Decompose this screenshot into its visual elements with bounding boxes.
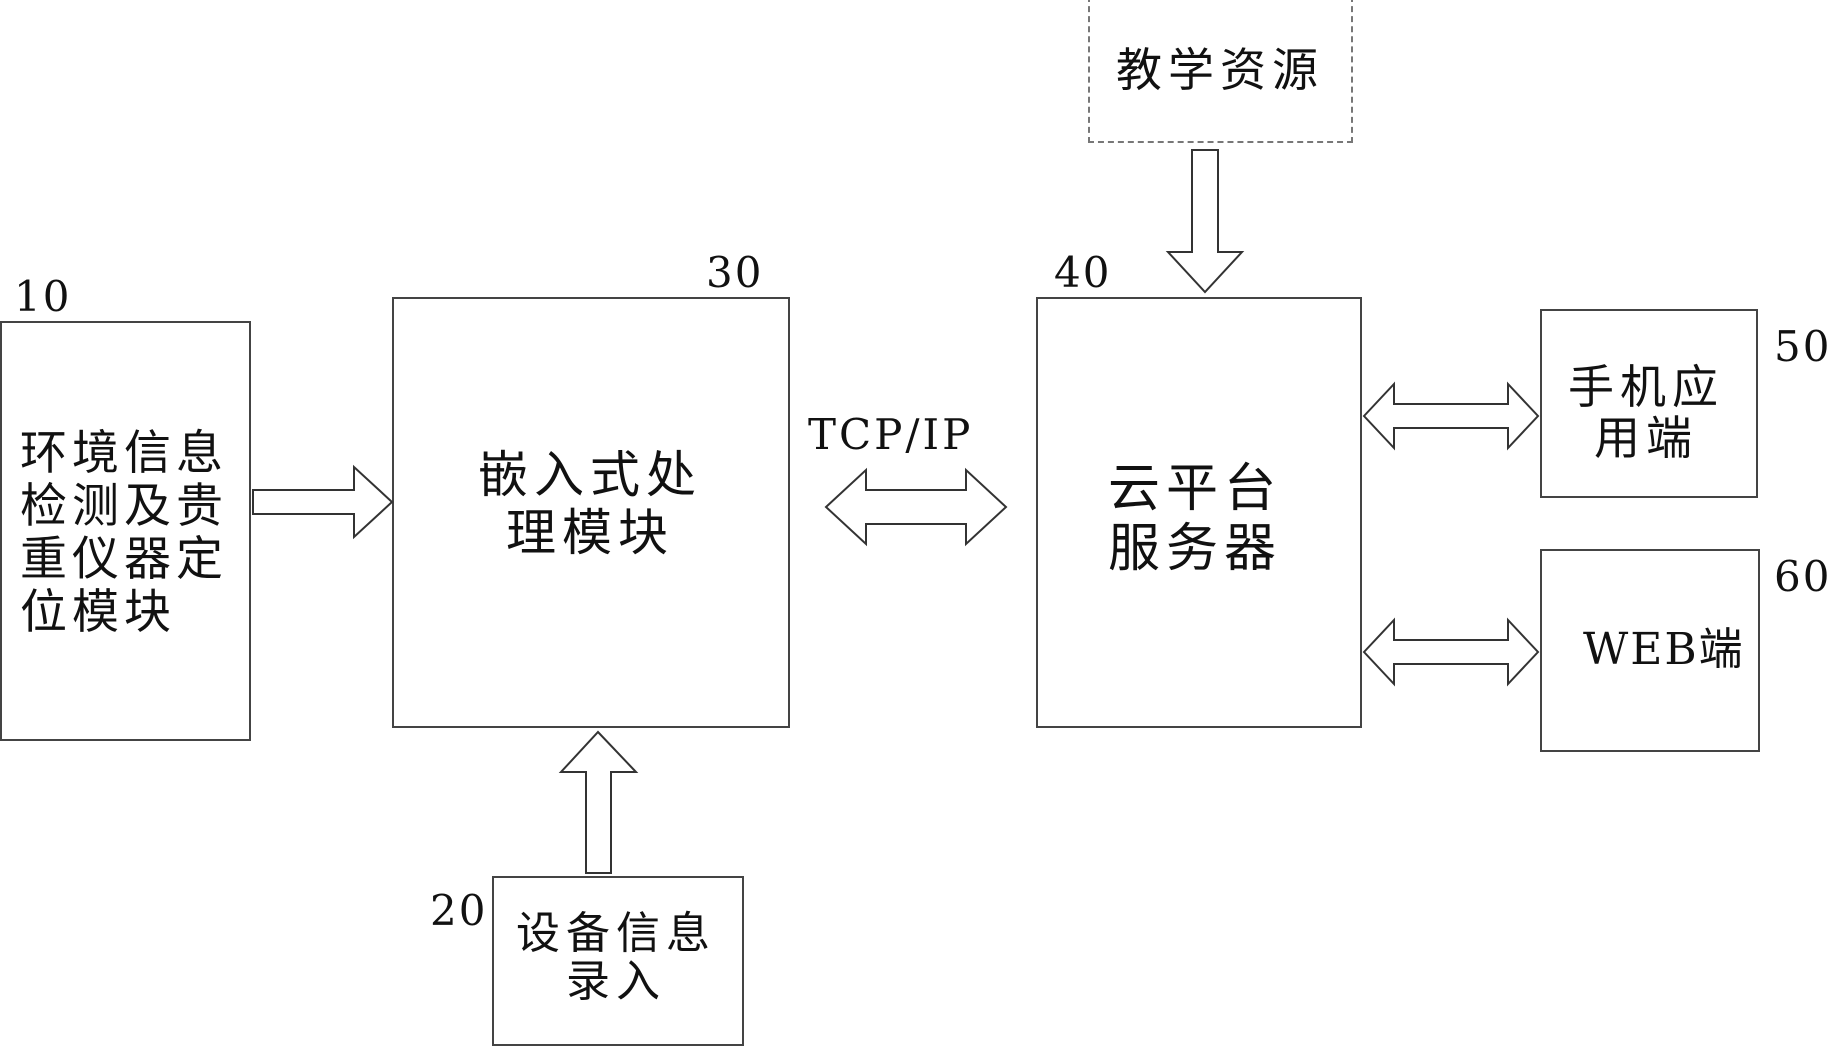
arrow-device-to-embedded bbox=[561, 732, 636, 873]
arrow-teaching-to-cloud bbox=[1168, 150, 1242, 292]
arrow-cloud-mobile-bidirectional bbox=[1364, 384, 1538, 448]
arrow-embedded-cloud-bidirectional bbox=[826, 470, 1006, 544]
arrow-cloud-web-bidirectional bbox=[1364, 620, 1538, 684]
arrow-env-to-embedded bbox=[253, 467, 392, 537]
